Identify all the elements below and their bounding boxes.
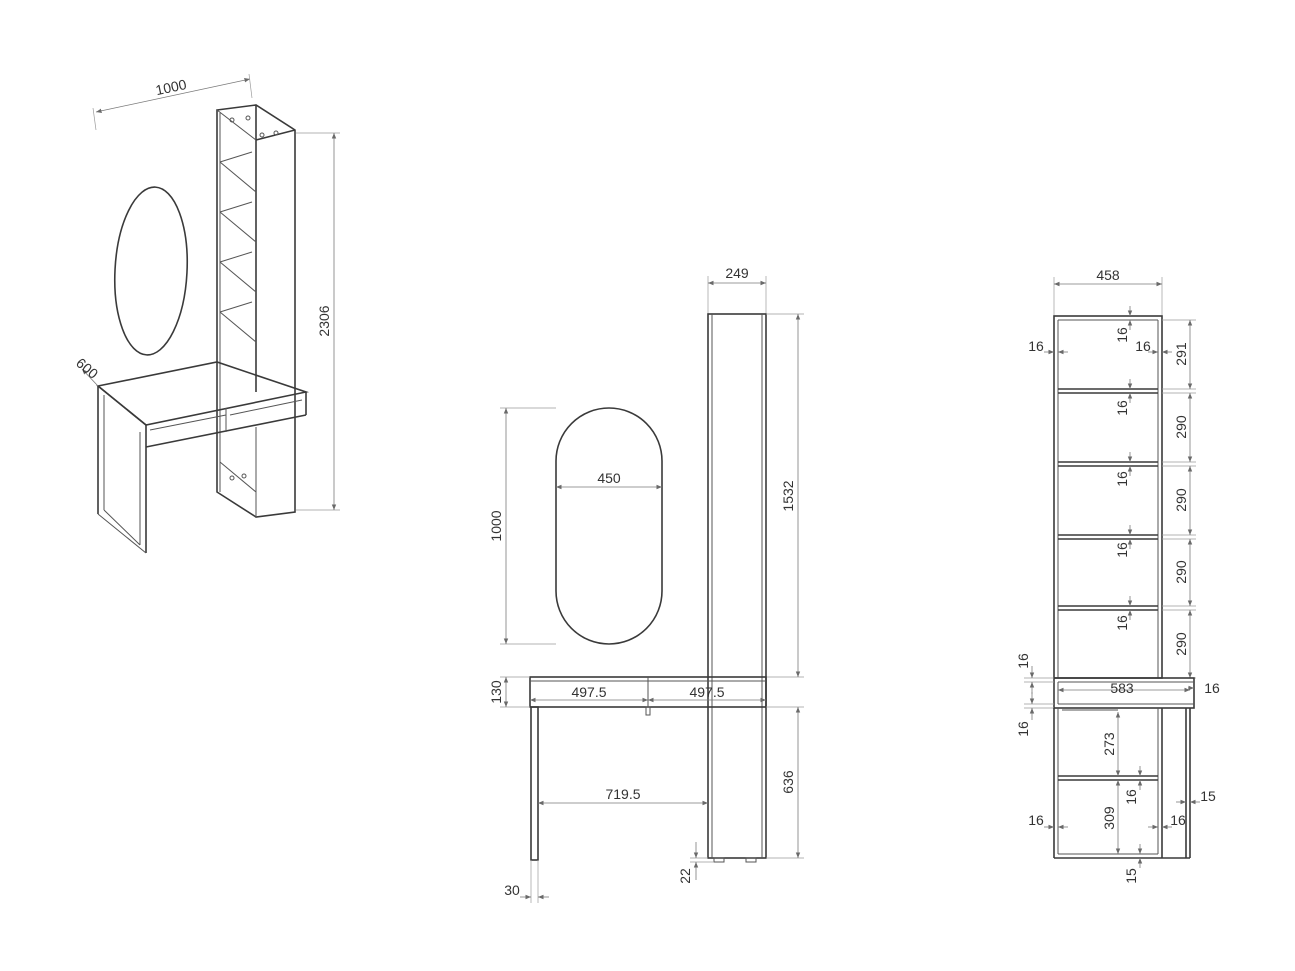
side-desk-top-right-label: 16 [1204,680,1220,696]
front-desk: 497.5 497.5 [529,676,767,861]
iso-depth-dimension: 600 [73,355,101,387]
side-desk-top: 583 16 16 16 [1015,653,1220,737]
side-shelf-3-label: 16 [1114,542,1130,558]
iso-width-label: 1000 [154,76,188,98]
side-lower-column [1053,708,1191,859]
front-drawer-height-dimension: 130 [488,676,530,708]
side-desk-under-label: 16 [1015,721,1031,737]
side-gap-1-label: 291 [1173,342,1189,366]
front-knee-space-dimension: 719.5 [538,786,708,806]
front-view: 249 1532 450 1000 [488,265,804,903]
side-width-label: 458 [1096,267,1120,283]
side-lower-dims: 273 16 309 16 16 15 15 [1028,712,1216,884]
iso-width-dimension: 1000 [92,73,253,131]
side-gap-5-label: 290 [1173,632,1189,656]
side-lower-left-panel-label: 16 [1028,812,1044,828]
front-column [707,313,767,863]
front-leg-height-label: 636 [780,770,796,794]
side-shelf-2-label: 16 [1114,471,1130,487]
front-leg-height-dimension: 636 [766,706,804,859]
iso-depth-label: 600 [73,355,101,382]
front-drawer-height-label: 130 [488,680,504,704]
side-gap-3-label: 290 [1173,488,1189,512]
side-upper-shelf-dims: 16 16 16 16 16 [1114,306,1133,631]
side-bottom-label: 15 [1123,868,1139,884]
front-drawer-left-label: 497.5 [571,684,606,700]
side-column [1053,315,1163,679]
side-width-dimension: 458 [1053,267,1163,316]
front-foot-height-label: 22 [677,868,693,884]
side-lower-right-panel-label: 16 [1170,812,1186,828]
front-column-width-dimension: 249 [707,265,767,314]
front-mirror-height-label: 1000 [488,510,504,541]
front-mirror-width-label: 450 [597,470,621,486]
front-foot-height-dimension: 22 [677,842,714,884]
side-left-panel-label: 16 [1028,338,1044,354]
side-outer-panel-label: 15 [1200,788,1216,804]
iso-mirror [113,186,189,356]
side-right-panel-label: 16 [1135,338,1151,354]
side-top-panel-label: 16 [1114,327,1130,343]
front-column-height-dimension: 1532 [766,313,804,678]
side-lower-gap-1-label: 273 [1101,732,1117,756]
front-knee-space-label: 719.5 [605,786,640,802]
front-column-width-label: 249 [725,265,749,281]
iso-height-label: 2306 [316,305,332,336]
side-desk-depth-label: 583 [1110,680,1134,696]
side-desk-top-left-label: 16 [1015,653,1031,669]
iso-height-dimension: 2306 [296,132,340,511]
side-gap-4-label: 290 [1173,560,1189,584]
side-upper-panel-dims: 16 16 [1028,338,1172,355]
side-lower-gap-2-label: 309 [1101,806,1117,830]
front-column-height-label: 1532 [780,480,796,511]
side-gap-2-label: 290 [1173,415,1189,439]
side-shelf-1-label: 16 [1114,400,1130,416]
front-leg-width-label: 30 [504,882,520,898]
side-view: 458 16 16 16 [1015,267,1220,884]
iso-desk [96,361,310,554]
side-shelf-4-label: 16 [1114,615,1130,631]
side-gap-dims: 291 290 290 290 290 [1162,319,1196,679]
front-leg-width-dimension: 30 [504,860,549,903]
front-drawer-right-label: 497.5 [689,684,724,700]
front-mirror: 450 1000 [488,407,663,645]
iso-shelf-column [216,104,296,518]
isometric-view: 1000 [73,73,340,554]
side-lower-shelf-label: 16 [1123,789,1139,805]
